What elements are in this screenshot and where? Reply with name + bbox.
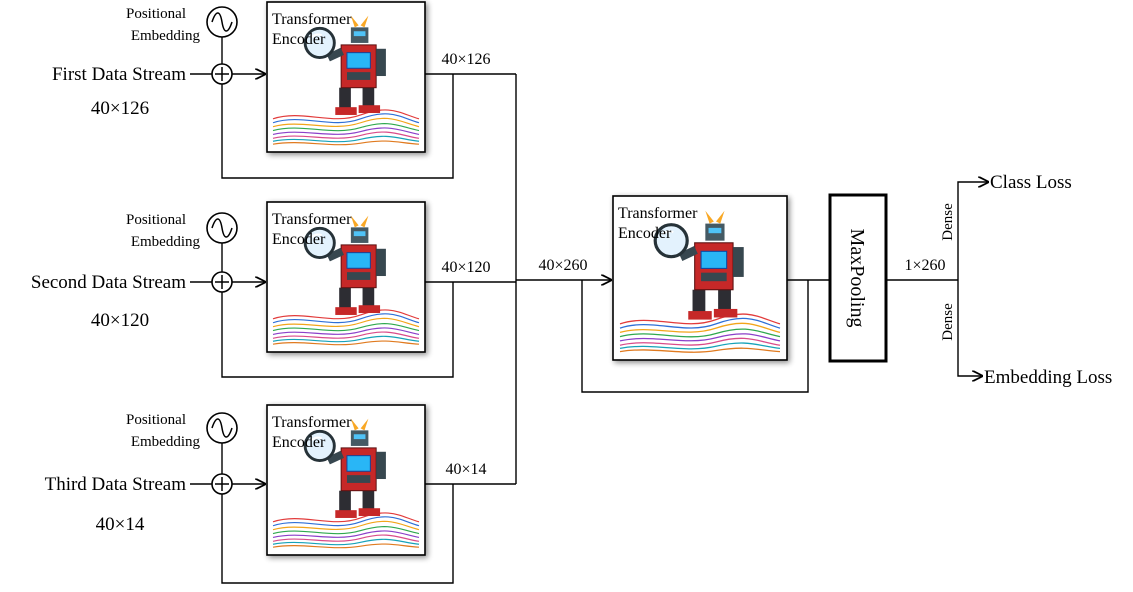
maxpooling-label: MaxPooling [846, 229, 868, 328]
encoder-label-line2: Encoder [618, 225, 672, 242]
dense-layer-label: Dense [940, 203, 956, 241]
stream-dims-label: 40×14 [96, 514, 145, 535]
embedding-loss-label: Embedding Loss [984, 367, 1112, 388]
fusion-transformer-encoder [612, 195, 788, 361]
encoder-label-line1: Transformer [618, 205, 698, 222]
encoder-label-line2: Encoder [272, 31, 326, 48]
positional-embedding-label: Embedding [131, 434, 201, 450]
concat-dims-label: 40×260 [538, 257, 587, 274]
fusion-residual-loop-wire [581, 280, 809, 393]
sine-wave-path [211, 218, 233, 238]
positional-embedding-label: Embedding [131, 234, 201, 250]
pooled-dims-label: 1×260 [904, 257, 945, 274]
residual-loop-wire [221, 282, 454, 378]
stream-name-label: Second Data Stream [31, 272, 186, 293]
stream-dims-label: 40×126 [91, 98, 149, 119]
plus-sign [215, 67, 229, 81]
sine-wave-path [211, 12, 233, 32]
encoder-label-line2: Encoder [272, 434, 326, 451]
class-head-wire [957, 182, 988, 280]
sine-wave-path [211, 418, 233, 438]
class-loss-label: Class Loss [990, 172, 1072, 193]
transformer-encoder-1 [266, 1, 426, 153]
positional-embedding-label: Positional [126, 212, 186, 228]
encoder-output-dims-label: 40×126 [441, 51, 490, 68]
encoder-output-dims-label: 40×120 [441, 259, 490, 276]
positional-embedding-label: Embedding [131, 28, 201, 44]
encoder-output-dims-label: 40×14 [445, 461, 486, 478]
stream-name-label: First Data Stream [52, 64, 186, 85]
plus-sign [215, 477, 229, 491]
maxpooling-box [828, 193, 888, 363]
encoder-label-line1: Transformer [272, 211, 352, 228]
stream-name-label: Third Data Stream [45, 474, 187, 495]
residual-loop-wire [221, 484, 454, 584]
encoder-label-line2: Encoder [272, 231, 326, 248]
encoder-label-line1: Transformer [272, 11, 352, 28]
plus-sign [215, 275, 229, 289]
transformer-encoder-3 [266, 404, 426, 556]
dense-layer-label: Dense [940, 303, 956, 341]
stream-dims-label: 40×120 [91, 310, 149, 331]
residual-loop-wire [221, 74, 454, 179]
encoder-label-line1: Transformer [272, 414, 352, 431]
transformer-encoder-2 [266, 201, 426, 353]
embedding-head-wire [957, 280, 982, 376]
positional-embedding-label: Positional [126, 6, 186, 22]
positional-embedding-label: Positional [126, 412, 186, 428]
